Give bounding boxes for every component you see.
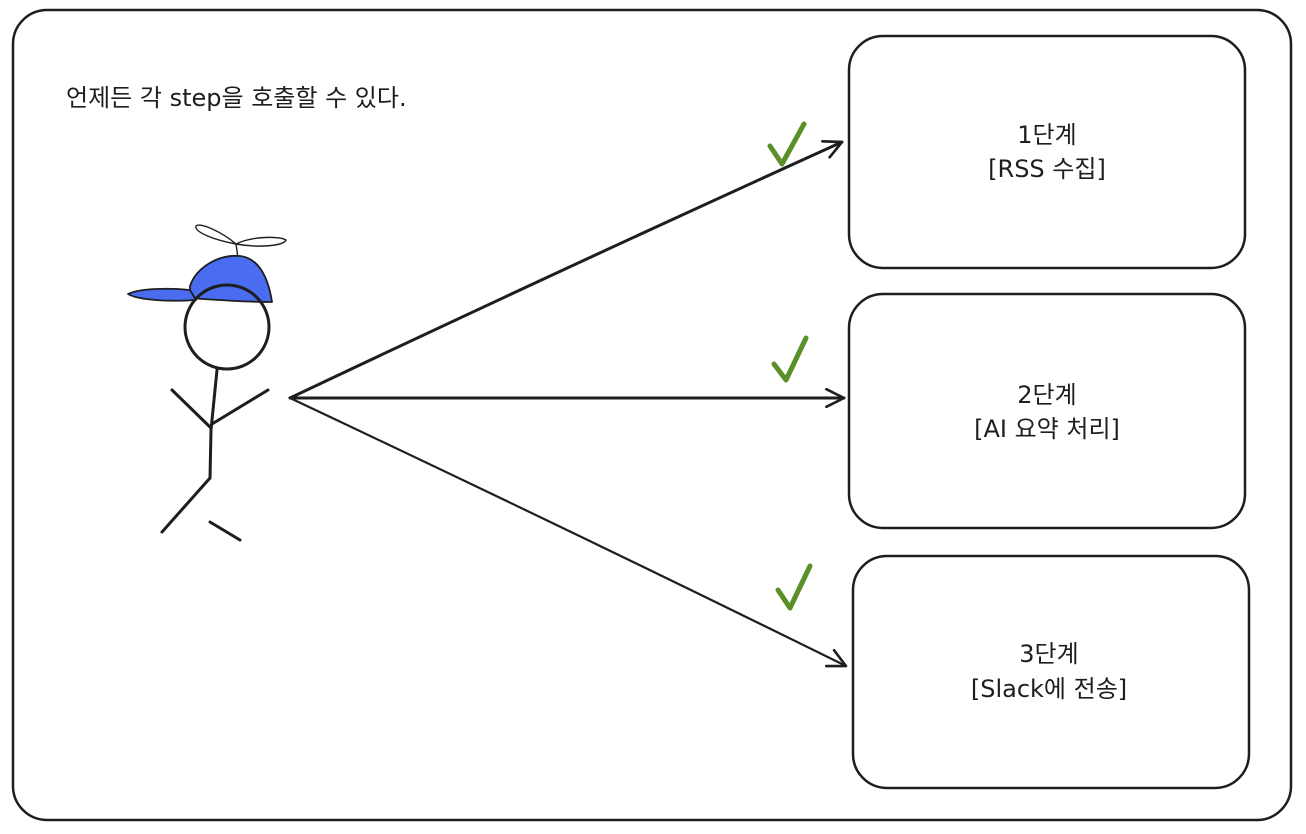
check-mark-icon	[775, 563, 813, 611]
step-2-subtitle: [AI 요약 처리]	[974, 415, 1120, 443]
step-box-3: 3단계 [Slack에 전송]	[851, 554, 1251, 790]
step-1-subtitle: [RSS 수집]	[988, 155, 1106, 183]
arrow-to-step-1	[288, 139, 844, 400]
step-1-title: 1단계	[1017, 121, 1076, 149]
check-mark-icon	[771, 335, 809, 383]
arrows	[288, 139, 848, 668]
arrow-to-step-3	[288, 396, 848, 668]
step-box-1: 1단계 [RSS 수집]	[847, 34, 1247, 270]
stick-figure-icon	[127, 224, 287, 542]
check-mark-icon	[767, 121, 807, 167]
propeller-icon	[195, 224, 287, 259]
step-2-title: 2단계	[1017, 381, 1076, 409]
diagram-caption: 언제든 각 step을 호출할 수 있다.	[66, 84, 407, 112]
step-3-title: 3단계	[1019, 640, 1078, 668]
head-icon	[183, 283, 271, 371]
step-box-2: 2단계 [AI 요약 처리]	[847, 292, 1247, 530]
cap-icon	[127, 255, 273, 303]
step-3-subtitle: [Slack에 전송]	[971, 675, 1127, 703]
